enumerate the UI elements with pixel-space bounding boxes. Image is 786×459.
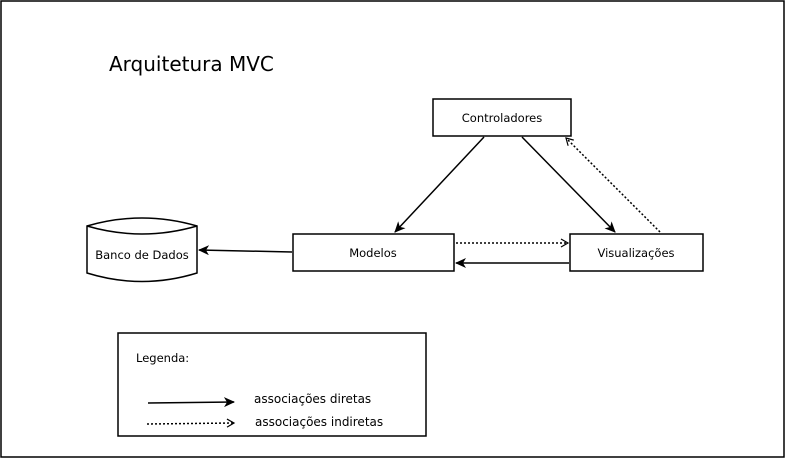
edge-controllers-to-views: [521, 136, 616, 233]
legend-indirect-arrow: [146, 418, 236, 428]
node-models-label: Modelos: [349, 246, 397, 260]
legend-indirect-label: associações indiretas: [255, 415, 383, 429]
legend-direct-label: associações diretas: [254, 392, 371, 406]
node-controllers: Controladores: [432, 98, 572, 137]
node-views-label: Visualizações: [597, 246, 674, 260]
node-controllers-label: Controladores: [462, 111, 543, 125]
edge-controllers-to-models: [394, 136, 485, 233]
legend: Legenda: associações diretas associações…: [117, 332, 427, 437]
legend-title: Legenda:: [136, 351, 189, 365]
legend-direct-arrow: [147, 397, 235, 408]
node-database-label: Banco de Dados: [95, 248, 189, 262]
node-models: Modelos: [292, 233, 455, 272]
node-views: Visualizações: [569, 233, 704, 272]
node-database: Banco de Dados: [86, 217, 198, 283]
edge-models-to-database: [198, 245, 293, 256]
diagram-title: Arquitetura MVC: [109, 52, 274, 76]
